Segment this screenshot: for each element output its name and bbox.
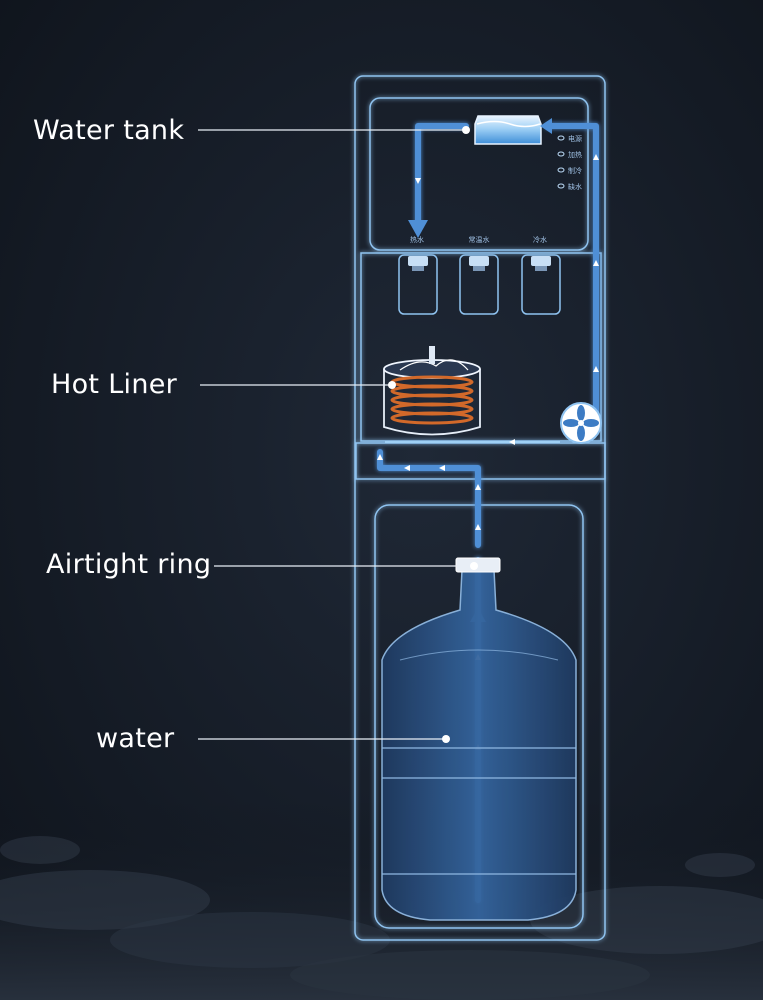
hot-liner-icon [383,346,481,436]
callout-water-tank: Water tank [33,115,185,146]
callout-hot-liner: Hot Liner [51,369,178,400]
callout-leader-lines [198,129,474,740]
callout-airtight-ring: Airtight ring [46,549,212,580]
control-panel-frame [369,97,589,251]
indicator-low-water: 缺水 [568,182,582,191]
pipe-riser-to-tank [545,123,599,428]
callout-dots [388,126,478,743]
indicator-power: 电源 [568,134,582,143]
water-tank-icon [474,115,542,145]
cooling-fan-icon [560,402,602,444]
indicator-lights: 电源 加热 制冷 缺水 [557,134,582,191]
tap-label-cold: 冷水 [533,235,547,244]
indicator-heating: 加热 [568,150,582,159]
tap-spouts [398,254,561,315]
pipe-tank-to-hot [415,123,469,225]
callout-water: water [96,723,175,754]
tap-label-normal: 常温水 [469,235,490,244]
water-bottle-icon [381,557,577,921]
indicator-cooling: 制冷 [568,166,582,175]
tap-label-hot: 热水 [410,235,424,244]
tap-labels: 热水 常温水 冷水 [410,235,547,244]
